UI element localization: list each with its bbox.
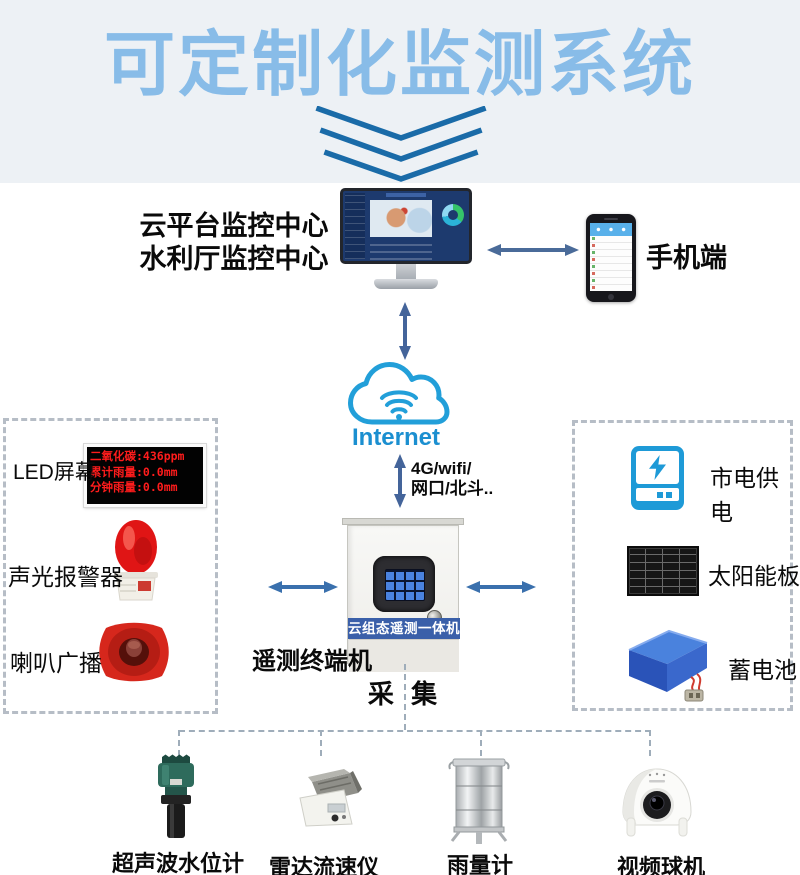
ultrasonic-level-sensor-icon <box>158 754 194 838</box>
mobile-label: 手机端 <box>646 243 727 273</box>
battery-label: 蓄电池 <box>728 657 797 683</box>
power-panel-box <box>572 420 793 711</box>
alarm-label: 声光报警器 <box>8 564 123 590</box>
monitor-internet-arrow-icon <box>397 302 413 360</box>
mains-label: 市电供电 <box>710 465 779 525</box>
mains-screen <box>636 451 679 484</box>
led-line: 分钟雨量:0.0mm <box>90 480 178 494</box>
alarm-beacon-icon <box>114 520 158 601</box>
monitor-base <box>374 279 438 289</box>
phone-icon <box>586 214 636 302</box>
rtu-cabinet-icon: 云组态遥测一体机 <box>342 518 464 672</box>
right-panel-rtu-arrow-icon <box>466 579 536 595</box>
left-panel-rtu-arrow-icon <box>268 579 338 595</box>
uplink-line2: 网口/北斗.. <box>411 479 494 498</box>
mains-power-icon <box>631 446 684 510</box>
monitor-dashboard-icon <box>340 188 472 292</box>
phone-app-list <box>590 236 632 291</box>
rtu-label: 遥测终端机 <box>252 648 372 675</box>
phone-speaker <box>604 218 618 220</box>
dashboard-donut-chart <box>442 204 464 226</box>
led-line: 累计雨量:0.0mm <box>90 464 178 479</box>
dome-camera-icon <box>622 768 692 837</box>
solar-panel-icon <box>627 546 699 596</box>
radar-flow-meter-icon <box>299 769 362 827</box>
mains-strip <box>636 488 679 501</box>
dashboard-sidebar <box>345 193 365 259</box>
rtu-body: 云组态遥测一体机 <box>347 525 460 672</box>
phone-screen <box>590 223 632 291</box>
output-panel-box <box>3 418 218 714</box>
horn-speaker-icon <box>99 622 169 682</box>
control-center-label: 云平台监控中心 水利厅监控中心 <box>128 210 340 276</box>
dashboard-table <box>370 241 432 260</box>
dashed-drop-3 <box>480 730 482 756</box>
sensor-label: 超声波水位计 <box>111 851 244 875</box>
speaker-label: 喇叭广播 <box>10 650 102 676</box>
dashed-drop-4 <box>649 730 651 756</box>
monitor-screen <box>340 188 472 264</box>
led-display: 二氧化碳:436ppm 累计雨量:0.0mm 分钟雨量:0.0mm <box>83 443 207 508</box>
uplink-line1: 4G/wifi/ <box>411 459 472 478</box>
sensor-label: 雨量计 <box>446 853 513 875</box>
uplink-label: 4G/wifi/ 网口/北斗.. <box>411 459 493 499</box>
rtu-banner: 云组态遥测一体机 <box>348 618 460 639</box>
monitor-phone-arrow-icon <box>487 242 579 258</box>
mains-square <box>657 491 663 498</box>
rtu-lid <box>342 518 464 525</box>
phone-app-header <box>590 223 632 236</box>
dashed-drop-2 <box>320 730 322 756</box>
solar-label: 太阳能板 <box>708 563 800 589</box>
dashed-connector-center <box>404 664 406 730</box>
page-title: 可定制化监测系统 <box>103 26 696 105</box>
dashed-connector-bus <box>179 730 651 732</box>
battery-icon <box>628 629 708 702</box>
led-line: 二氧化碳:436ppm <box>90 449 185 463</box>
monitor-stand <box>396 264 416 279</box>
mains-square <box>666 491 672 498</box>
internet-rtu-arrow-icon <box>392 454 408 508</box>
dashboard-map <box>370 200 432 237</box>
chevron-down-icon <box>315 106 487 182</box>
lightning-bolt-icon <box>649 455 666 480</box>
control-center-line2: 水利厅监控中心 <box>139 244 329 274</box>
collect-label: 采 集 <box>367 679 443 709</box>
rtu-keypad <box>385 569 425 601</box>
phone-home-button <box>608 293 614 300</box>
dashboard-titlebar <box>385 193 427 197</box>
internet-cloud-icon <box>346 358 452 433</box>
internet-label: Internet <box>351 424 440 451</box>
control-center-line1: 云平台监控中心 <box>139 211 329 241</box>
rain-gauge-icon <box>448 758 510 844</box>
led-label: LED屏幕 <box>13 461 96 484</box>
title-band <box>0 0 800 183</box>
sensor-label: 视频球机 <box>616 855 705 875</box>
rtu-screen <box>373 556 435 612</box>
sensor-label: 雷达流速仪 <box>268 855 379 875</box>
dashed-drop-1 <box>178 730 180 756</box>
